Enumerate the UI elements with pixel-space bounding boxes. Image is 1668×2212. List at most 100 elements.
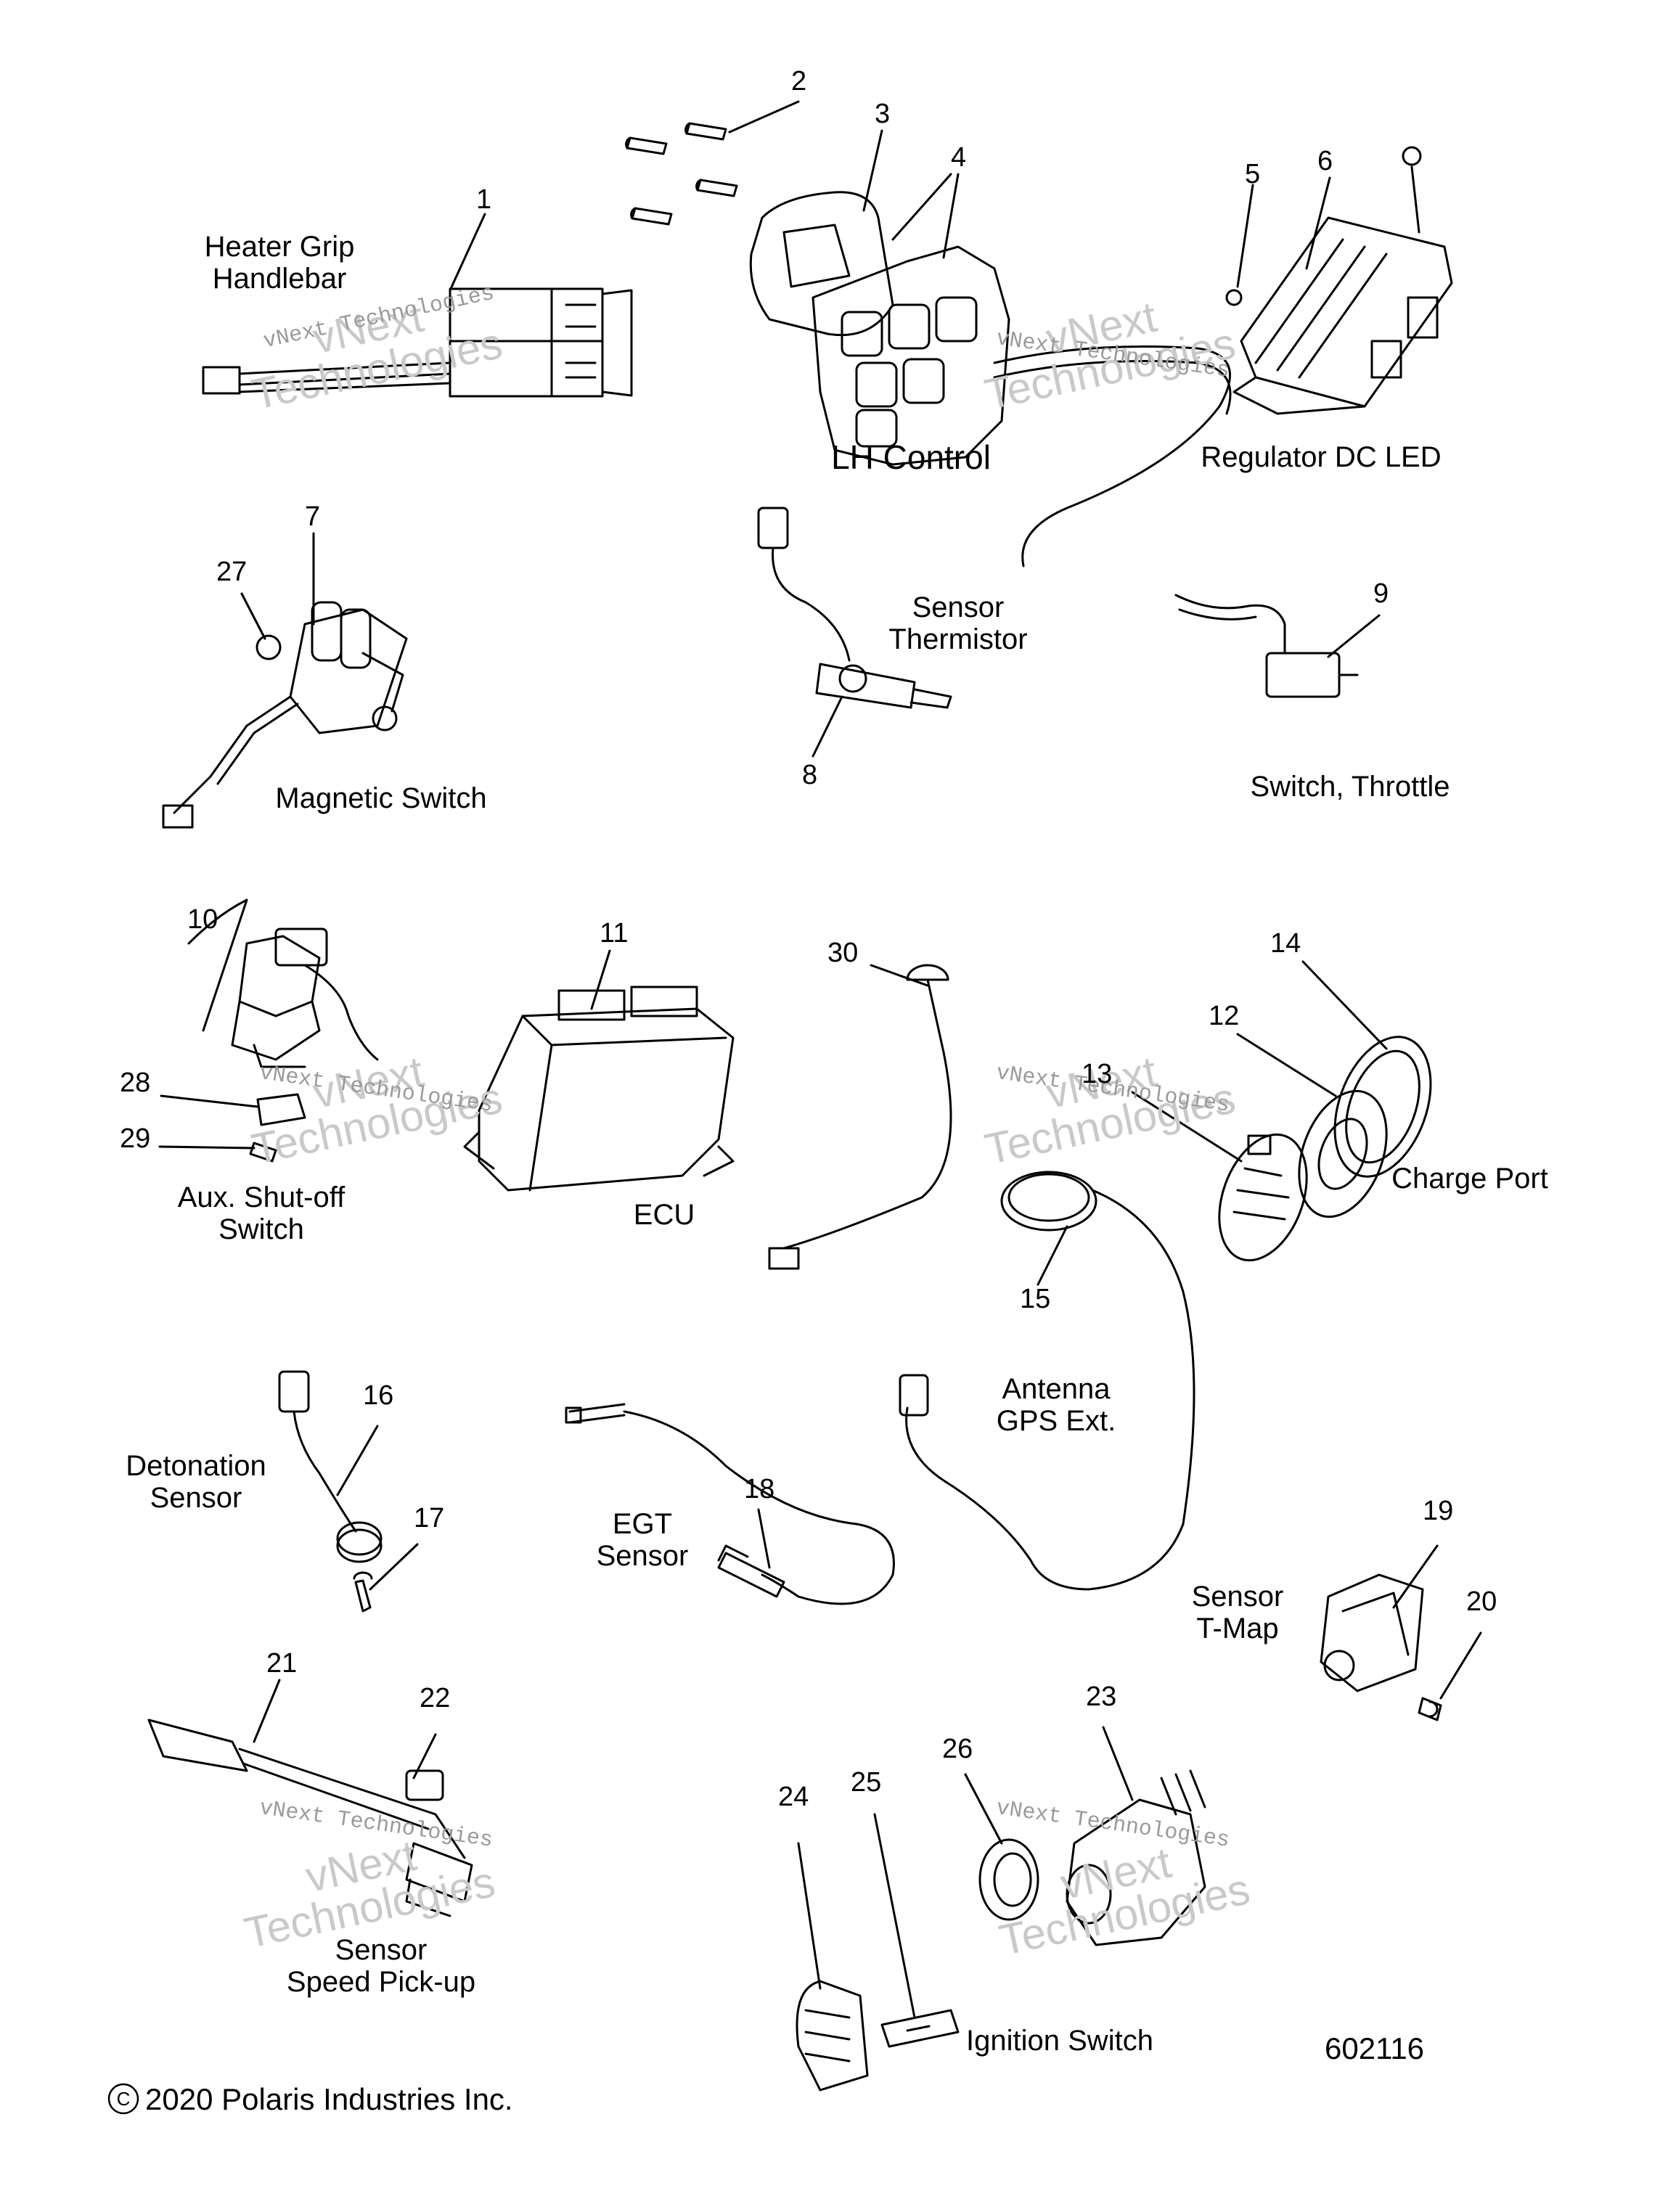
label-ignition: Ignition Switch (936, 2025, 1183, 2057)
lh-control-part (749, 191, 1232, 568)
tmap-sensor-part (1320, 1573, 1442, 1721)
leader-5 (1236, 184, 1254, 288)
label-line: Charge Port (1391, 1163, 1548, 1195)
label-magnetic-switch: Magnetic Switch (250, 782, 512, 814)
leader-26 (964, 1773, 1003, 1845)
callout-28: 28 (120, 1068, 151, 1098)
callout-1: 1 (476, 184, 492, 215)
leader-30 (870, 964, 929, 987)
callout-2: 2 (791, 66, 807, 97)
leader-6 (1305, 176, 1331, 270)
copyright-symbol (107, 2083, 139, 2115)
label-sensor-thermistor: Sensor Thermistor (871, 591, 1045, 655)
callout-30: 30 (827, 938, 859, 968)
leader-20 (1439, 1631, 1482, 1700)
leader-29 (158, 1145, 255, 1150)
leader-12 (1236, 1033, 1337, 1097)
thermistor-part (757, 507, 952, 709)
label-line: Sensor (335, 1934, 428, 1966)
label-line: Ignition Switch (966, 2025, 1153, 2057)
label-line: Handlebar (212, 263, 347, 295)
label-regulator: Regulator DC LED (1176, 441, 1466, 473)
diagram-id: 602116 (1325, 2031, 1425, 2065)
label-heater-grip: Heater Grip Handlebar (185, 231, 374, 295)
leader-8 (811, 695, 843, 758)
label-line: Magnetic Switch (275, 782, 487, 814)
label-egt: EGT Sensor (581, 1508, 704, 1572)
label-antenna: Antenna GPS Ext. (973, 1373, 1140, 1437)
label-ecu: ECU (610, 1199, 719, 1231)
leader-11 (590, 949, 611, 1010)
leader-19 (1392, 1544, 1439, 1609)
callout-15: 15 (1020, 1284, 1051, 1314)
label-switch-throttle: Switch, Throttle (1219, 771, 1481, 803)
label-line: Sensor (150, 1482, 242, 1514)
gps-antenna-part (899, 1171, 1195, 1591)
leader-3 (862, 129, 883, 212)
leader-25 (873, 1813, 916, 2019)
leader-4a (891, 173, 952, 241)
callout-20: 20 (1466, 1586, 1497, 1617)
label-line: Regulator DC LED (1201, 441, 1442, 473)
callout-29: 29 (120, 1123, 151, 1154)
callout-21: 21 (266, 1648, 298, 1679)
label-line: T-Map (1196, 1613, 1279, 1644)
callout-10: 10 (187, 904, 218, 935)
callout-26: 26 (942, 1734, 973, 1764)
egt-sensor-part (565, 1403, 895, 1605)
leader-27 (240, 592, 266, 640)
copyright-text: 2020 Polaris Industries Inc. (145, 2082, 513, 2116)
speed-pickup-part (147, 1719, 473, 1917)
callout-4: 4 (951, 142, 967, 173)
callout-14: 14 (1270, 928, 1301, 959)
leader-18 (757, 1508, 771, 1569)
svg-text:C: C (117, 2088, 131, 2110)
callout-3: 3 (875, 99, 891, 129)
label-line: Detonation (126, 1450, 266, 1482)
leader-22 (412, 1733, 437, 1779)
callout-6: 6 (1317, 146, 1333, 176)
label-aux-shutoff: Aux. Shut-off Switch (152, 1181, 370, 1245)
ecu-part (463, 986, 735, 1192)
bolts-part (625, 122, 738, 226)
detonation-sensor-part (278, 1370, 383, 1613)
label-lh-control: LH Control (806, 439, 1016, 475)
label-line: Switch, Throttle (1250, 771, 1450, 803)
leader-21 (253, 1679, 281, 1743)
label-line: Aux. Shut-off (177, 1181, 346, 1213)
leader-9 (1327, 614, 1381, 658)
callout-5: 5 (1245, 159, 1261, 189)
label-speed-pickup: Sensor Speed Pick-up (276, 1934, 486, 1998)
callout-23: 23 (1086, 1681, 1117, 1712)
leader-14 (1301, 960, 1388, 1050)
label-line: Antenna (1002, 1373, 1111, 1405)
callout-8: 8 (802, 760, 818, 790)
callout-9: 9 (1373, 578, 1389, 609)
leader-4b (942, 173, 960, 259)
magnetic-switch-part (162, 601, 408, 829)
antenna-lead-part (768, 964, 952, 1270)
callout-13: 13 (1082, 1059, 1113, 1089)
callout-17: 17 (414, 1503, 445, 1533)
leader-28 (160, 1094, 259, 1108)
throttle-switch-part (1174, 594, 1359, 698)
leader-23 (1102, 1726, 1134, 1801)
callout-19: 19 (1423, 1496, 1454, 1526)
label-charge-port: Charge Port (1372, 1163, 1568, 1195)
label-line: EGT (612, 1508, 673, 1540)
label-line: Heater Grip (204, 231, 355, 263)
label-line: Switch (218, 1213, 304, 1245)
leader-16 (336, 1425, 379, 1496)
label-line: GPS Ext. (996, 1405, 1116, 1437)
leader-24 (797, 1842, 822, 1990)
label-line: Sensor (596, 1540, 689, 1572)
heater-grip-part (202, 287, 633, 398)
leader-13 (1131, 1091, 1243, 1163)
label-line: LH Control (831, 438, 991, 476)
callout-27: 27 (216, 557, 248, 587)
charge-port-part (1218, 1036, 1432, 1262)
leader-15 (1037, 1225, 1068, 1286)
aux-shutoff-part (187, 898, 379, 1163)
